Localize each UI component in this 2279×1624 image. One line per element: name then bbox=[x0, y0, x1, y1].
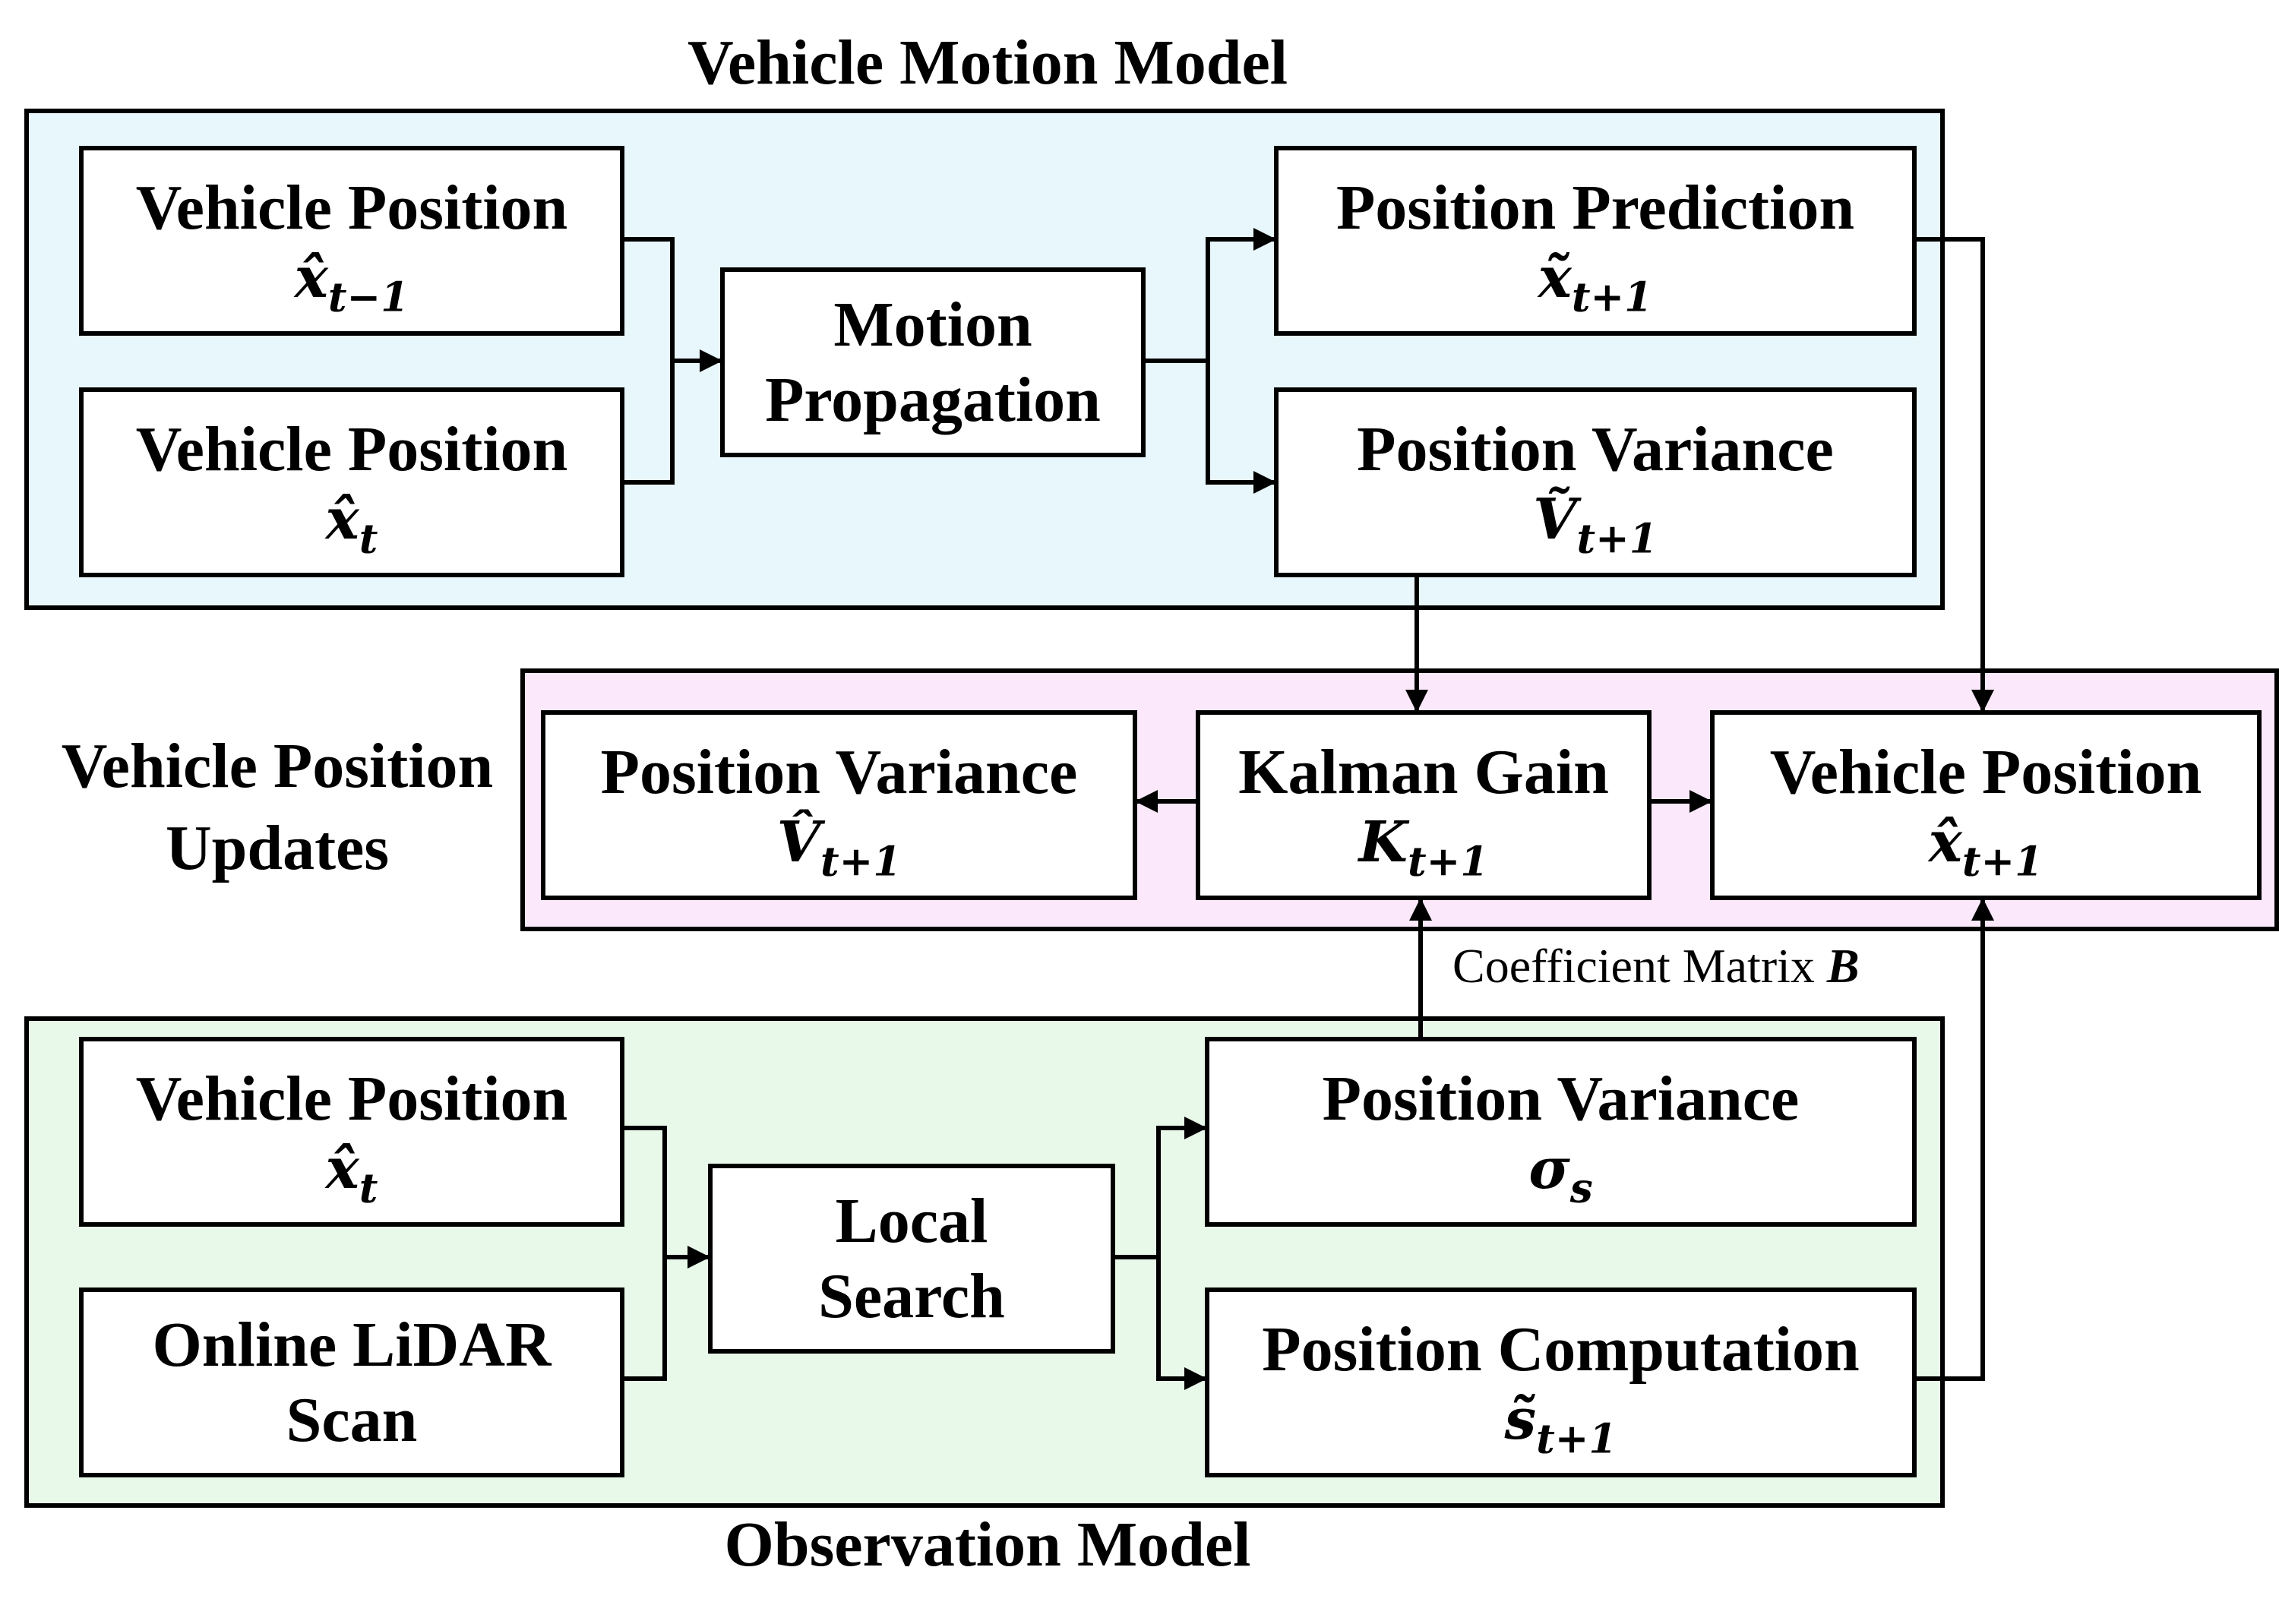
motion-vehicle-position-prev-box: Vehicle Position x̂t−1 bbox=[79, 146, 624, 336]
box-symbol: x̂t bbox=[325, 1136, 378, 1212]
box-label: Position Variance bbox=[1357, 413, 1834, 485]
box-label-line1: Motion bbox=[833, 289, 1032, 360]
box-label: Position Variance bbox=[600, 736, 1078, 807]
box-label-line1: Local bbox=[835, 1185, 988, 1256]
updated-position-variance-box: Position Variance V̂t+1 bbox=[541, 710, 1137, 900]
box-label: Kalman Gain bbox=[1238, 736, 1609, 807]
connector-prev-to-merge bbox=[624, 237, 675, 485]
motion-position-variance-box: Position Variance Ṽt+1 bbox=[1274, 387, 1917, 577]
coefficient-matrix-label: Coefficient Matrix B bbox=[1452, 939, 1860, 993]
observation-vehicle-position-box: Vehicle Position x̂t bbox=[79, 1037, 624, 1227]
box-symbol: s̃t+1 bbox=[1504, 1386, 1617, 1463]
box-symbol: x̂t bbox=[325, 486, 378, 563]
observation-model-title: Observation Model bbox=[724, 1509, 1251, 1580]
motion-vehicle-position-curr-box: Vehicle Position x̂t bbox=[79, 387, 624, 577]
box-label-line1: Online LiDAR bbox=[152, 1309, 552, 1380]
box-label: Vehicle Position bbox=[135, 1063, 568, 1134]
box-symbol: σs bbox=[1528, 1136, 1593, 1212]
box-label-line2: Search bbox=[818, 1261, 1005, 1332]
arrow-to-obs-variance bbox=[1156, 1117, 1207, 1257]
observation-position-variance-box: Position Variance σs bbox=[1205, 1037, 1917, 1227]
box-label: Position Variance bbox=[1322, 1063, 1800, 1134]
position-computation-box: Position Computation s̃t+1 bbox=[1205, 1288, 1917, 1477]
online-lidar-scan-box: Online LiDAR Scan bbox=[79, 1288, 624, 1477]
arrow-computation-to-vehicle-position bbox=[1917, 898, 1994, 1381]
arrow-to-position-computation bbox=[1156, 1257, 1207, 1390]
kalman-gain-box: Kalman Gain Kt+1 bbox=[1196, 710, 1652, 900]
arrow-to-position-variance bbox=[1206, 361, 1276, 494]
vehicle-motion-model-title: Vehicle Motion Model bbox=[687, 27, 1288, 98]
box-symbol: V̂t+1 bbox=[776, 809, 902, 886]
box-label: Position Computation bbox=[1262, 1313, 1860, 1385]
motion-propagation-box: Motion Propagation bbox=[720, 267, 1146, 457]
box-symbol: x̂t+1 bbox=[1928, 809, 2044, 886]
arrow-to-position-prediction bbox=[1206, 228, 1276, 361]
box-symbol: Kt+1 bbox=[1358, 809, 1489, 886]
box-label-line2: Propagation bbox=[765, 365, 1101, 435]
arrow-prediction-to-vehicle-position bbox=[1917, 237, 1994, 712]
box-label: Vehicle Position bbox=[1769, 736, 2202, 807]
local-search-box: Local Search bbox=[708, 1164, 1115, 1354]
updates-title-line2: Updates bbox=[165, 812, 390, 883]
vehicle-position-updates-title: Vehicle Position Updates bbox=[30, 725, 524, 889]
box-label: Vehicle Position bbox=[135, 413, 568, 485]
connector-obs-merge bbox=[624, 1126, 667, 1381]
box-label: Position Prediction bbox=[1335, 172, 1855, 243]
position-prediction-box: Position Prediction x̃t+1 bbox=[1274, 146, 1917, 336]
box-symbol: x̂t−1 bbox=[294, 245, 409, 321]
updated-vehicle-position-box: Vehicle Position x̂t+1 bbox=[1710, 710, 2262, 900]
updates-title-line1: Vehicle Position bbox=[61, 731, 494, 801]
box-symbol: x̃t+1 bbox=[1538, 245, 1653, 321]
box-label-line2: Scan bbox=[286, 1385, 418, 1455]
box-label: Vehicle Position bbox=[135, 172, 568, 243]
box-symbol: Ṽt+1 bbox=[1533, 486, 1658, 563]
